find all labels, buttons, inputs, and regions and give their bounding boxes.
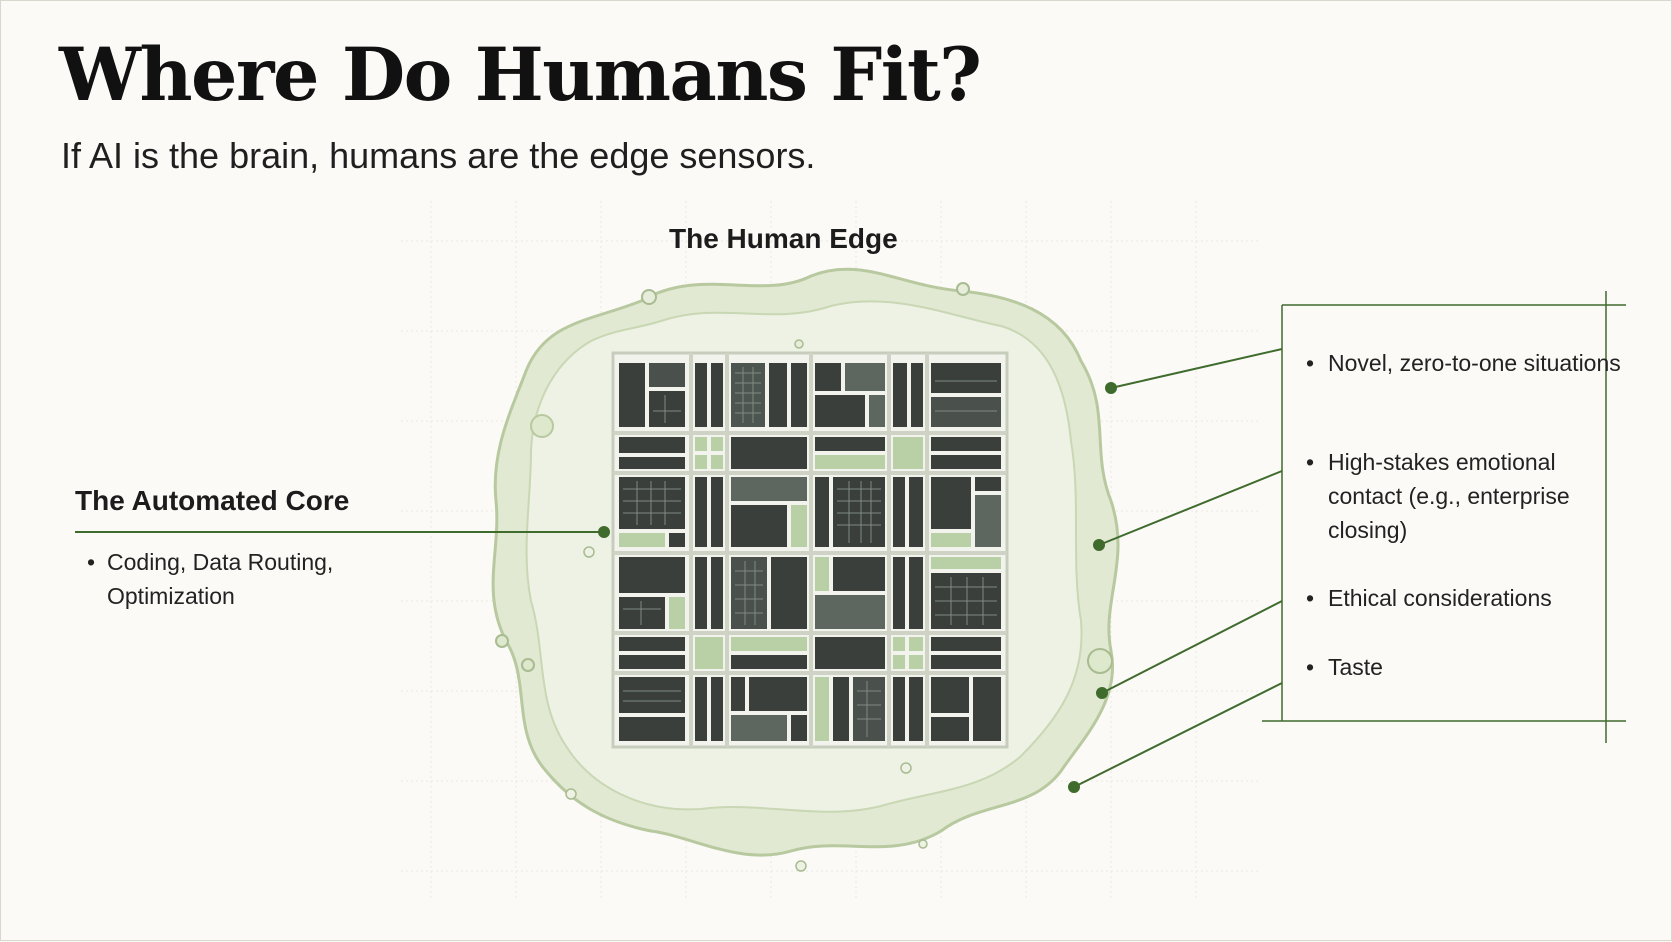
core-connector-dot bbox=[598, 526, 610, 538]
slide-subtitle: If AI is the brain, humans are the edge … bbox=[61, 135, 816, 176]
human-edge-label: The Human Edge bbox=[669, 223, 898, 254]
automated-core-list: Coding, Data Routing, Optimization bbox=[87, 545, 387, 613]
edge-connector-line-2 bbox=[1098, 470, 1283, 546]
list-item: Novel, zero-to-one situations bbox=[1306, 346, 1628, 380]
slide-title: Where Do Humans Fit? bbox=[59, 32, 982, 118]
connectors bbox=[75, 348, 1283, 793]
edge-connector-dot-2 bbox=[1093, 539, 1105, 551]
edge-connector-dot-1 bbox=[1105, 382, 1117, 394]
edge-connector-line-4 bbox=[1073, 682, 1283, 788]
list-item: High-stakes emotional contact (e.g., ent… bbox=[1306, 445, 1628, 547]
list-item: Coding, Data Routing, Optimization bbox=[87, 545, 387, 613]
list-item: Ethical considerations bbox=[1306, 581, 1628, 615]
automated-core-title: The Automated Core bbox=[75, 485, 350, 516]
automated-core-grid bbox=[611, 351, 1009, 749]
edge-connector-dot-4 bbox=[1068, 781, 1080, 793]
edge-connector-line-1 bbox=[1110, 348, 1283, 389]
edge-connector-line-3 bbox=[1101, 600, 1283, 694]
edge-connector-dot-3 bbox=[1096, 687, 1108, 699]
list-item: Taste bbox=[1306, 650, 1628, 684]
